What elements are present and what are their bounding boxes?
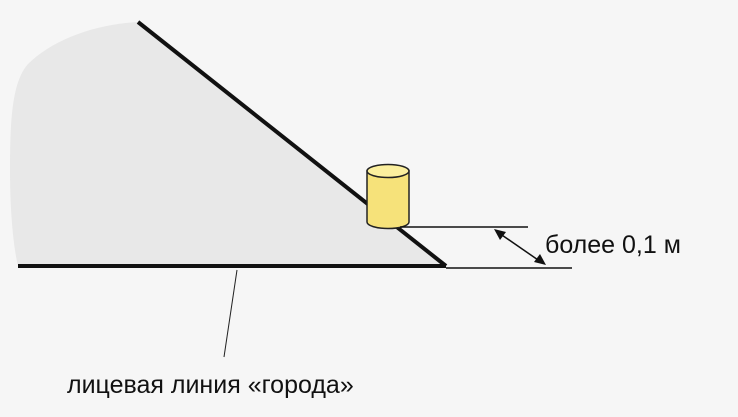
pin-body <box>366 170 410 230</box>
face-line-leader <box>223 269 238 358</box>
pin <box>366 163 410 230</box>
dimension-arrow <box>494 229 546 265</box>
city-area <box>10 22 446 266</box>
pin-top <box>366 163 410 179</box>
face-line-label: лицевая линия «города» <box>67 371 354 399</box>
distance-label: более 0,1 м <box>545 231 681 259</box>
